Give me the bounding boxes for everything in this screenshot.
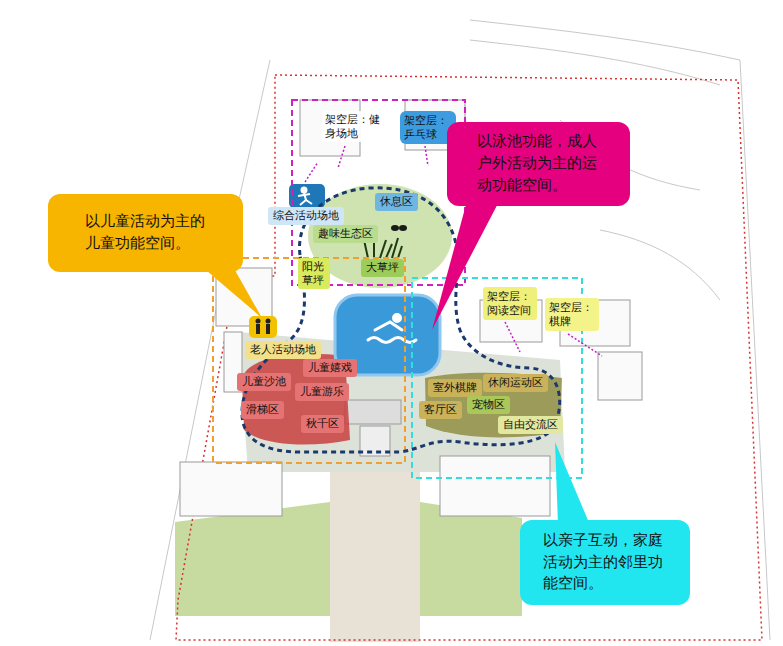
- lawn: [175, 502, 330, 616]
- area-label: 大草坪: [361, 259, 404, 277]
- area-label-text: 架空层：健身场地: [325, 113, 385, 139]
- area-label-text: 儿童嬉戏: [308, 361, 352, 374]
- area-label: 阳光草坪: [298, 258, 330, 289]
- road-lines: [150, 20, 770, 640]
- area-label: 自由交流区: [498, 416, 563, 434]
- area-label: 客厅区: [419, 401, 462, 419]
- area-label-text: 休息区: [380, 195, 413, 208]
- callout-text: 以泳池功能，成人户外活动为主的运动功能空间。: [477, 131, 601, 196]
- area-label: 休闲运动区: [483, 374, 548, 392]
- pilotis-label: 架空层：健身场地: [322, 111, 388, 142]
- area-label-text: 休闲运动区: [488, 376, 543, 389]
- area-label-text: 阳光草坪: [302, 260, 326, 286]
- area-label: 宠物区: [467, 396, 510, 414]
- activity-icon: [298, 188, 312, 206]
- area-label-text: 趣味生态区: [318, 227, 373, 240]
- area-label-text: 架空层：棋牌: [549, 301, 595, 327]
- area-label-text: 秋千区: [306, 417, 339, 430]
- area-label: 休息区: [375, 193, 418, 211]
- area-label-text: 自由交流区: [503, 418, 558, 431]
- area-label: 儿童沙池: [237, 373, 291, 391]
- entrance-path: [330, 472, 420, 642]
- area-label: 秋千区: [301, 415, 344, 433]
- area-label-text: 架空层：乒乓球: [404, 114, 452, 140]
- elderly-icon-patch: [249, 316, 277, 338]
- activity-core-outline: [242, 188, 560, 452]
- pilotis-label: 架空层：阅读空间: [483, 287, 537, 320]
- callout-text: 以亲子互动，家庭活动为主的邻里功能空间。: [543, 530, 667, 595]
- area-label-text: 儿童游乐: [300, 385, 344, 398]
- area-label-text: 室外棋牌: [433, 381, 477, 394]
- area-label-text: 客厅区: [424, 403, 457, 416]
- building-outlines: [180, 100, 642, 516]
- area-label-text: 儿童沙池: [242, 375, 286, 388]
- people-icon: [256, 319, 271, 335]
- area-label: 综合活动场地: [268, 207, 344, 225]
- area-label-text: 老人活动场地: [250, 343, 316, 356]
- area-label-text: 大草坪: [366, 261, 399, 274]
- area-label-text: 架空层：阅读空间: [487, 290, 533, 316]
- butterfly-icon: [391, 225, 407, 231]
- area-label: 儿童游乐: [295, 383, 349, 401]
- area-label: 滑梯区: [241, 401, 284, 419]
- callout-box: 以亲子互动，家庭活动为主的邻里功能空间。: [520, 520, 690, 605]
- site-boundary: [176, 75, 762, 640]
- pilotis-label: 架空层：棋牌: [545, 298, 599, 331]
- area-label: 老人活动场地: [245, 341, 321, 359]
- area-label-text: 滑梯区: [246, 403, 279, 416]
- swimmer-icon: [368, 315, 416, 343]
- area-label: 趣味生态区: [313, 225, 378, 243]
- area-label-text: 宠物区: [472, 398, 505, 411]
- callout-pointer: [200, 265, 262, 318]
- area-label: 室外棋牌: [428, 379, 482, 397]
- callout-pointer: [555, 442, 590, 525]
- area-label: 儿童嬉戏: [303, 359, 357, 377]
- callout-box: 以儿童活动为主的儿童功能空间。: [48, 194, 243, 272]
- callout-box: 以泳池功能，成人户外活动为主的运动功能空间。: [447, 122, 630, 206]
- area-label-text: 综合活动场地: [273, 209, 339, 222]
- callout-text: 以儿童活动为主的儿童功能空间。: [85, 211, 207, 255]
- lawn: [420, 502, 522, 616]
